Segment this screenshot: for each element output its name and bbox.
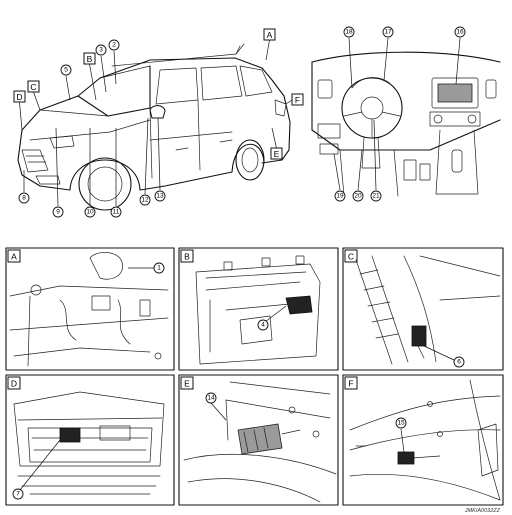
figure-id: JMKIA0032ZZ xyxy=(464,508,501,514)
panel-letter: F xyxy=(348,379,353,389)
callout-number: 9 xyxy=(56,209,60,216)
car-view-letter-text: F xyxy=(295,95,300,105)
panel-letter: B xyxy=(184,252,190,262)
callout-number: 2 xyxy=(112,42,116,49)
dashboard-interior-view xyxy=(311,51,501,197)
car-view-letter-text: B xyxy=(87,54,93,64)
panel-letter: E xyxy=(184,379,190,389)
dash-callout-20: 20 xyxy=(352,149,364,202)
car-callout-12: 12 xyxy=(139,117,151,206)
callout-number: 14 xyxy=(207,395,215,402)
callout-number: 10 xyxy=(86,209,94,216)
dash-callout-16: 16 xyxy=(454,26,466,85)
vehicle-exterior-view xyxy=(17,43,291,211)
callout-number: 11 xyxy=(113,209,120,216)
detail-panel-B: B 4 xyxy=(178,247,339,371)
car-view-letter-B: B xyxy=(83,52,97,101)
callout-number: 20 xyxy=(354,193,362,200)
callout-number: 6 xyxy=(457,359,461,366)
car-view-letter-text: E xyxy=(274,149,280,159)
panel-letter: C xyxy=(348,252,354,262)
detail-panel-D: D 7 xyxy=(5,374,175,506)
car-view-letter-C: C xyxy=(27,80,41,111)
callout-number: 15 xyxy=(397,420,405,427)
detail-panel-C: C 6 xyxy=(342,247,504,371)
panel-letter: A xyxy=(11,252,17,262)
car-callout-3: 3 xyxy=(95,44,107,93)
car-callout-10: 10 xyxy=(84,128,96,218)
callout-number: 3 xyxy=(99,47,103,54)
detail-panel-F: F 15 xyxy=(342,374,504,506)
dash-callout-19: 19 xyxy=(333,153,346,202)
callout-number: 13 xyxy=(156,193,164,200)
callout-number: 8 xyxy=(22,195,26,202)
dash-callout-21: 21 xyxy=(370,119,382,202)
car-view-letter-text: C xyxy=(30,82,36,92)
dash-callout-17: 17 xyxy=(382,26,394,81)
car-callout-11: 11 xyxy=(110,128,122,218)
dash-callout-18: 18 xyxy=(343,26,355,89)
callout-number: 7 xyxy=(16,491,20,498)
car-callout-8: 8 xyxy=(18,170,30,204)
callout-number: 16 xyxy=(456,29,464,36)
car-callout-2: 2 xyxy=(108,39,120,85)
callout-number: 21 xyxy=(372,193,380,200)
car-callout-9: 9 xyxy=(52,127,64,218)
callout-number: 12 xyxy=(141,197,149,204)
callout-number: 17 xyxy=(384,29,392,36)
car-callout-13: 13 xyxy=(154,117,166,202)
panel-letter: D xyxy=(11,379,17,389)
callout-number: 1 xyxy=(157,265,161,272)
car-callout-5: 5 xyxy=(60,64,72,101)
car-view-letter-A: A xyxy=(263,28,276,61)
car-view-letter-F: F xyxy=(285,93,304,106)
callout-number: 4 xyxy=(261,322,265,329)
callout-number: 5 xyxy=(64,67,68,74)
car-view-letter-D: D xyxy=(13,90,26,131)
detail-panel-E: E 14 xyxy=(178,374,339,506)
car-view-letter-E: E xyxy=(270,127,283,160)
callout-number: 18 xyxy=(345,29,353,36)
detail-panel-A: A 1 xyxy=(5,247,175,371)
car-view-letter-text: D xyxy=(16,92,22,102)
car-view-letter-text: A xyxy=(267,30,273,40)
callout-number: 19 xyxy=(336,193,344,200)
